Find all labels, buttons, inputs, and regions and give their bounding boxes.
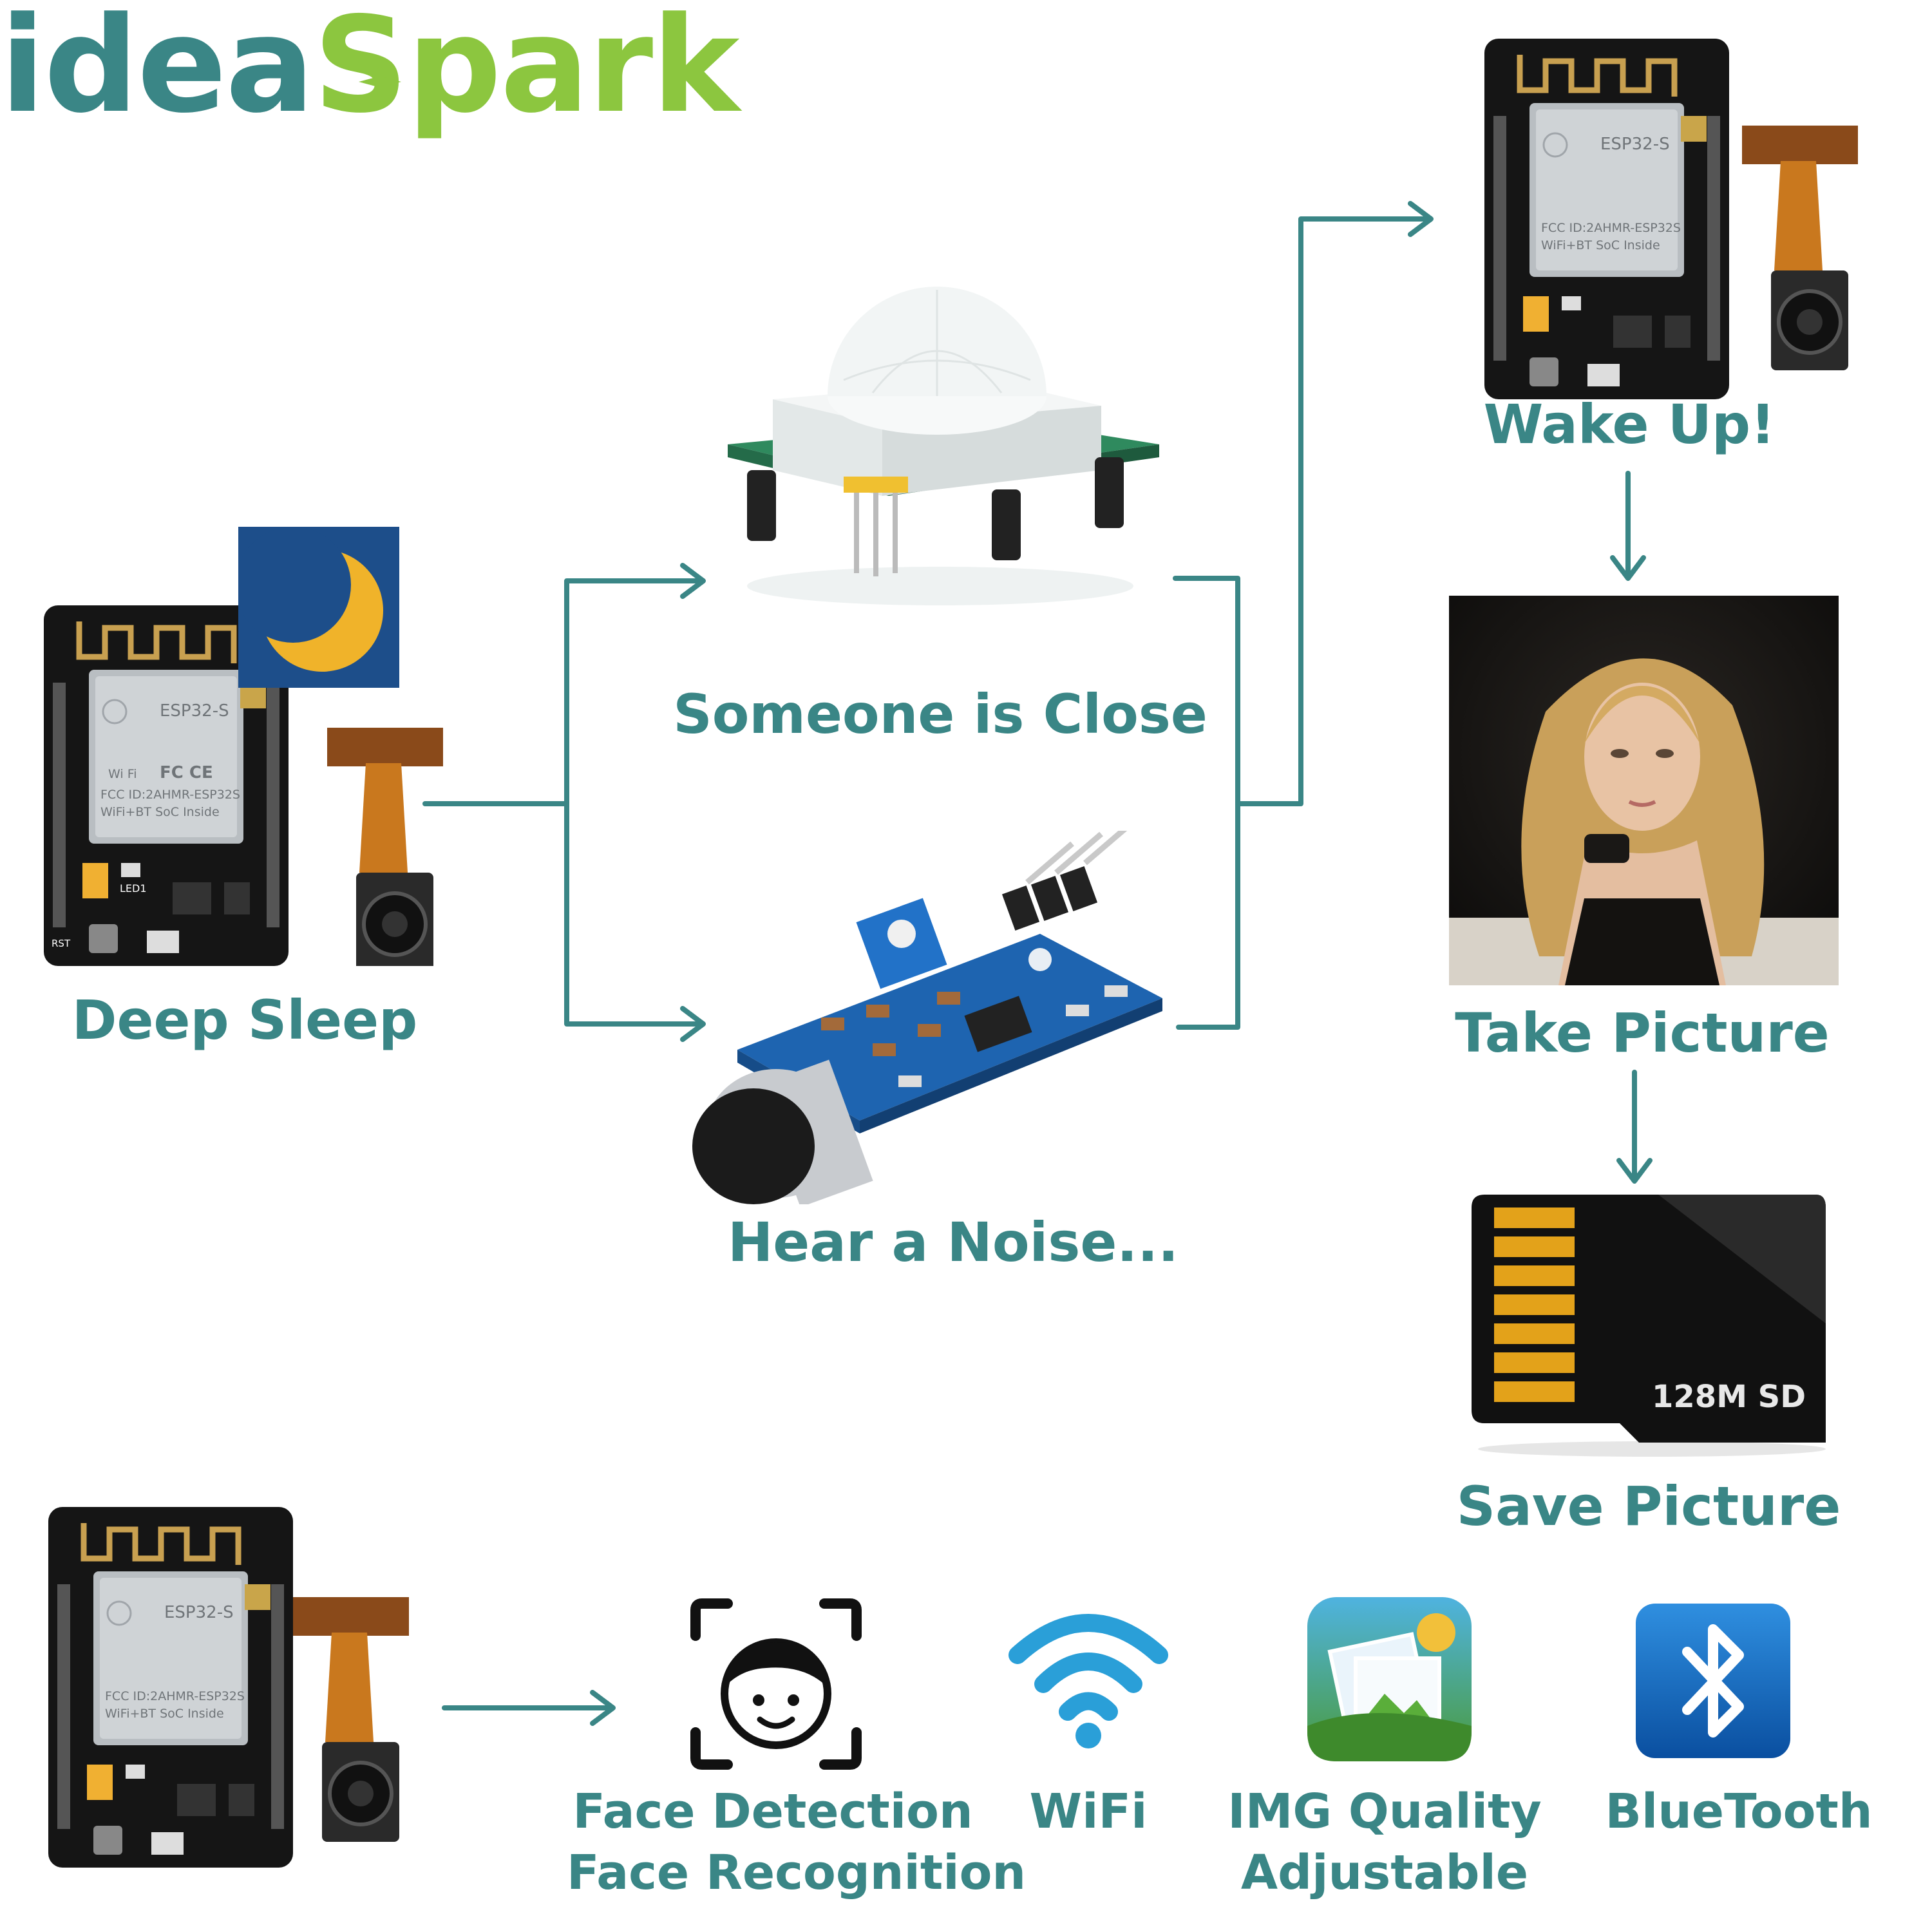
sound-sensor bbox=[679, 822, 1188, 1208]
sd-card: 128M SD bbox=[1465, 1195, 1835, 1459]
arrow-to-picture bbox=[1610, 555, 1646, 581]
hear-noise-label: Hear a Noise... bbox=[727, 1211, 1179, 1274]
ideaspark-logo: ideaSpark bbox=[0, 0, 1932, 132]
wake-up-board-group: ESP32-S FCC ID:2AHMR-ESP32S WiFi+BT SoC … bbox=[1484, 39, 1871, 399]
portrait-photo bbox=[1449, 596, 1839, 985]
adjustable-label: Adjustable bbox=[1240, 1845, 1529, 1900]
connector-to-pir bbox=[422, 578, 705, 806]
module-label: ESP32-S bbox=[160, 701, 229, 721]
rst-label: RST bbox=[52, 938, 71, 949]
bluetooth-icon bbox=[1636, 1604, 1790, 1758]
cert-line-2: WiFi+BT SoC Inside bbox=[105, 1707, 224, 1721]
module-label: ESP32-S bbox=[1600, 135, 1670, 154]
esp32-cam-board-wake: ESP32-S FCC ID:2AHMR-ESP32S WiFi+BT SoC … bbox=[1484, 39, 1871, 399]
save-picture-label: Save Picture bbox=[1456, 1475, 1841, 1538]
logo-text-idea: idea bbox=[0, 0, 314, 142]
esp32-cam-board: ESP32-S FCC ID:2AHMR-ESP32S WiFi+BT SoC … bbox=[44, 605, 469, 966]
led-label: LED1 bbox=[120, 882, 147, 895]
image-quality-icon bbox=[1307, 1597, 1472, 1761]
module-label: ESP32-S bbox=[164, 1603, 234, 1622]
connector-to-sound bbox=[564, 801, 705, 1027]
someone-close-label: Someone is Close bbox=[673, 683, 1208, 746]
esp32-cam-board-features: ESP32-S FCC ID:2AHMR-ESP32S WiFi+BT SoC … bbox=[48, 1507, 435, 1868]
bluetooth-label: BlueTooth bbox=[1605, 1784, 1873, 1839]
cert-line-1: FCC ID:2AHMR-ESP32S bbox=[105, 1689, 245, 1703]
face-detection-icon bbox=[689, 1597, 863, 1771]
features-board-group: ESP32-S FCC ID:2AHMR-ESP32S WiFi+BT SoC … bbox=[48, 1507, 435, 1868]
deep-sleep-label: Deep Sleep bbox=[71, 989, 418, 1052]
img-quality-label: IMG Quality bbox=[1227, 1784, 1542, 1839]
connector-to-wake bbox=[1235, 216, 1432, 806]
cert-line-2: WiFi+BT SoC Inside bbox=[100, 805, 220, 819]
wifi-icon bbox=[1005, 1604, 1172, 1752]
arrow-to-sd bbox=[1616, 1158, 1653, 1184]
arrow-to-features bbox=[590, 1690, 616, 1726]
cert-line-1: FCC ID:2AHMR-ESP32S bbox=[100, 788, 240, 802]
wake-up-label: Wake Up! bbox=[1483, 393, 1776, 456]
connector-sensors-merge bbox=[1173, 576, 1240, 1030]
sd-capacity-label: 128M SD bbox=[1652, 1379, 1806, 1415]
arrow-to-pir bbox=[680, 563, 706, 599]
wifi-badge: Wi Fi bbox=[108, 767, 137, 781]
moon-icon bbox=[235, 527, 399, 688]
cert-line-2: WiFi+BT SoC Inside bbox=[1541, 238, 1660, 252]
face-detection-label: Face Detection bbox=[573, 1784, 973, 1839]
face-recognition-label: Face Recognition bbox=[567, 1845, 1027, 1900]
arrow-to-sound bbox=[680, 1006, 706, 1042]
sparkle-icon bbox=[359, 61, 401, 103]
wifi-label: WiFi bbox=[1029, 1784, 1148, 1839]
deep-sleep-board-group: ESP32-S FCC ID:2AHMR-ESP32S WiFi+BT SoC … bbox=[44, 605, 469, 966]
pir-motion-sensor bbox=[715, 283, 1166, 612]
logo-text-spark: Spark bbox=[313, 0, 739, 142]
take-picture-label: Take Picture bbox=[1455, 1001, 1830, 1065]
cert-line-1: FCC ID:2AHMR-ESP32S bbox=[1541, 221, 1681, 235]
arrow-to-wake bbox=[1408, 201, 1434, 237]
fcc-mark: FC CE bbox=[160, 763, 213, 782]
